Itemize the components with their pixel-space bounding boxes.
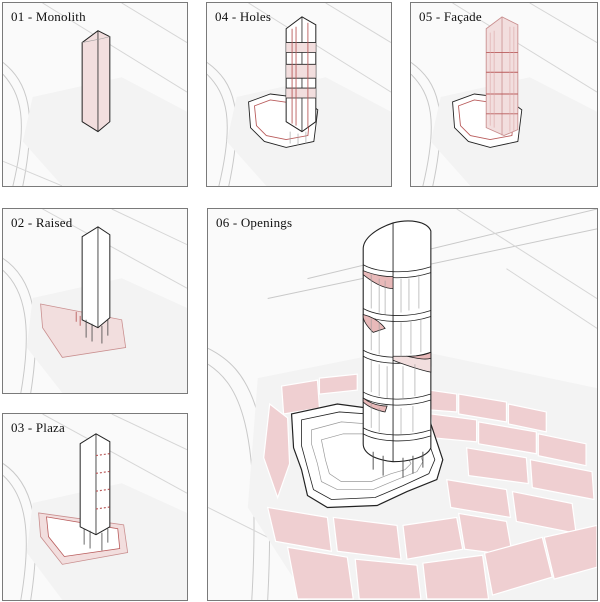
tower [362,220,432,478]
panel-facade: 05 - Façade [410,2,598,187]
panel-holes: 04 - Holes [206,2,392,187]
openings-drawing [208,209,597,600]
facade-drawing [411,3,597,186]
plaza-drawing [3,414,187,600]
panel-label-holes: 04 - Holes [215,9,272,24]
panel-label-monolith: 01 - Monolith [11,9,86,24]
holes-drawing [207,3,391,186]
monolith-drawing [3,3,187,186]
panel-label-facade: 05 - Façade [419,9,482,24]
raised-drawing [3,209,187,393]
panel-plaza: 03 - Plaza [2,413,188,601]
panel-label-raised: 02 - Raised [11,215,73,230]
panel-raised: 02 - Raised [2,208,188,394]
panel-monolith: 01 - Monolith [2,2,188,187]
panel-label-openings: 06 - Openings [216,215,293,230]
panel-openings: 06 - Openings [207,208,598,601]
panel-label-plaza: 03 - Plaza [11,420,65,435]
